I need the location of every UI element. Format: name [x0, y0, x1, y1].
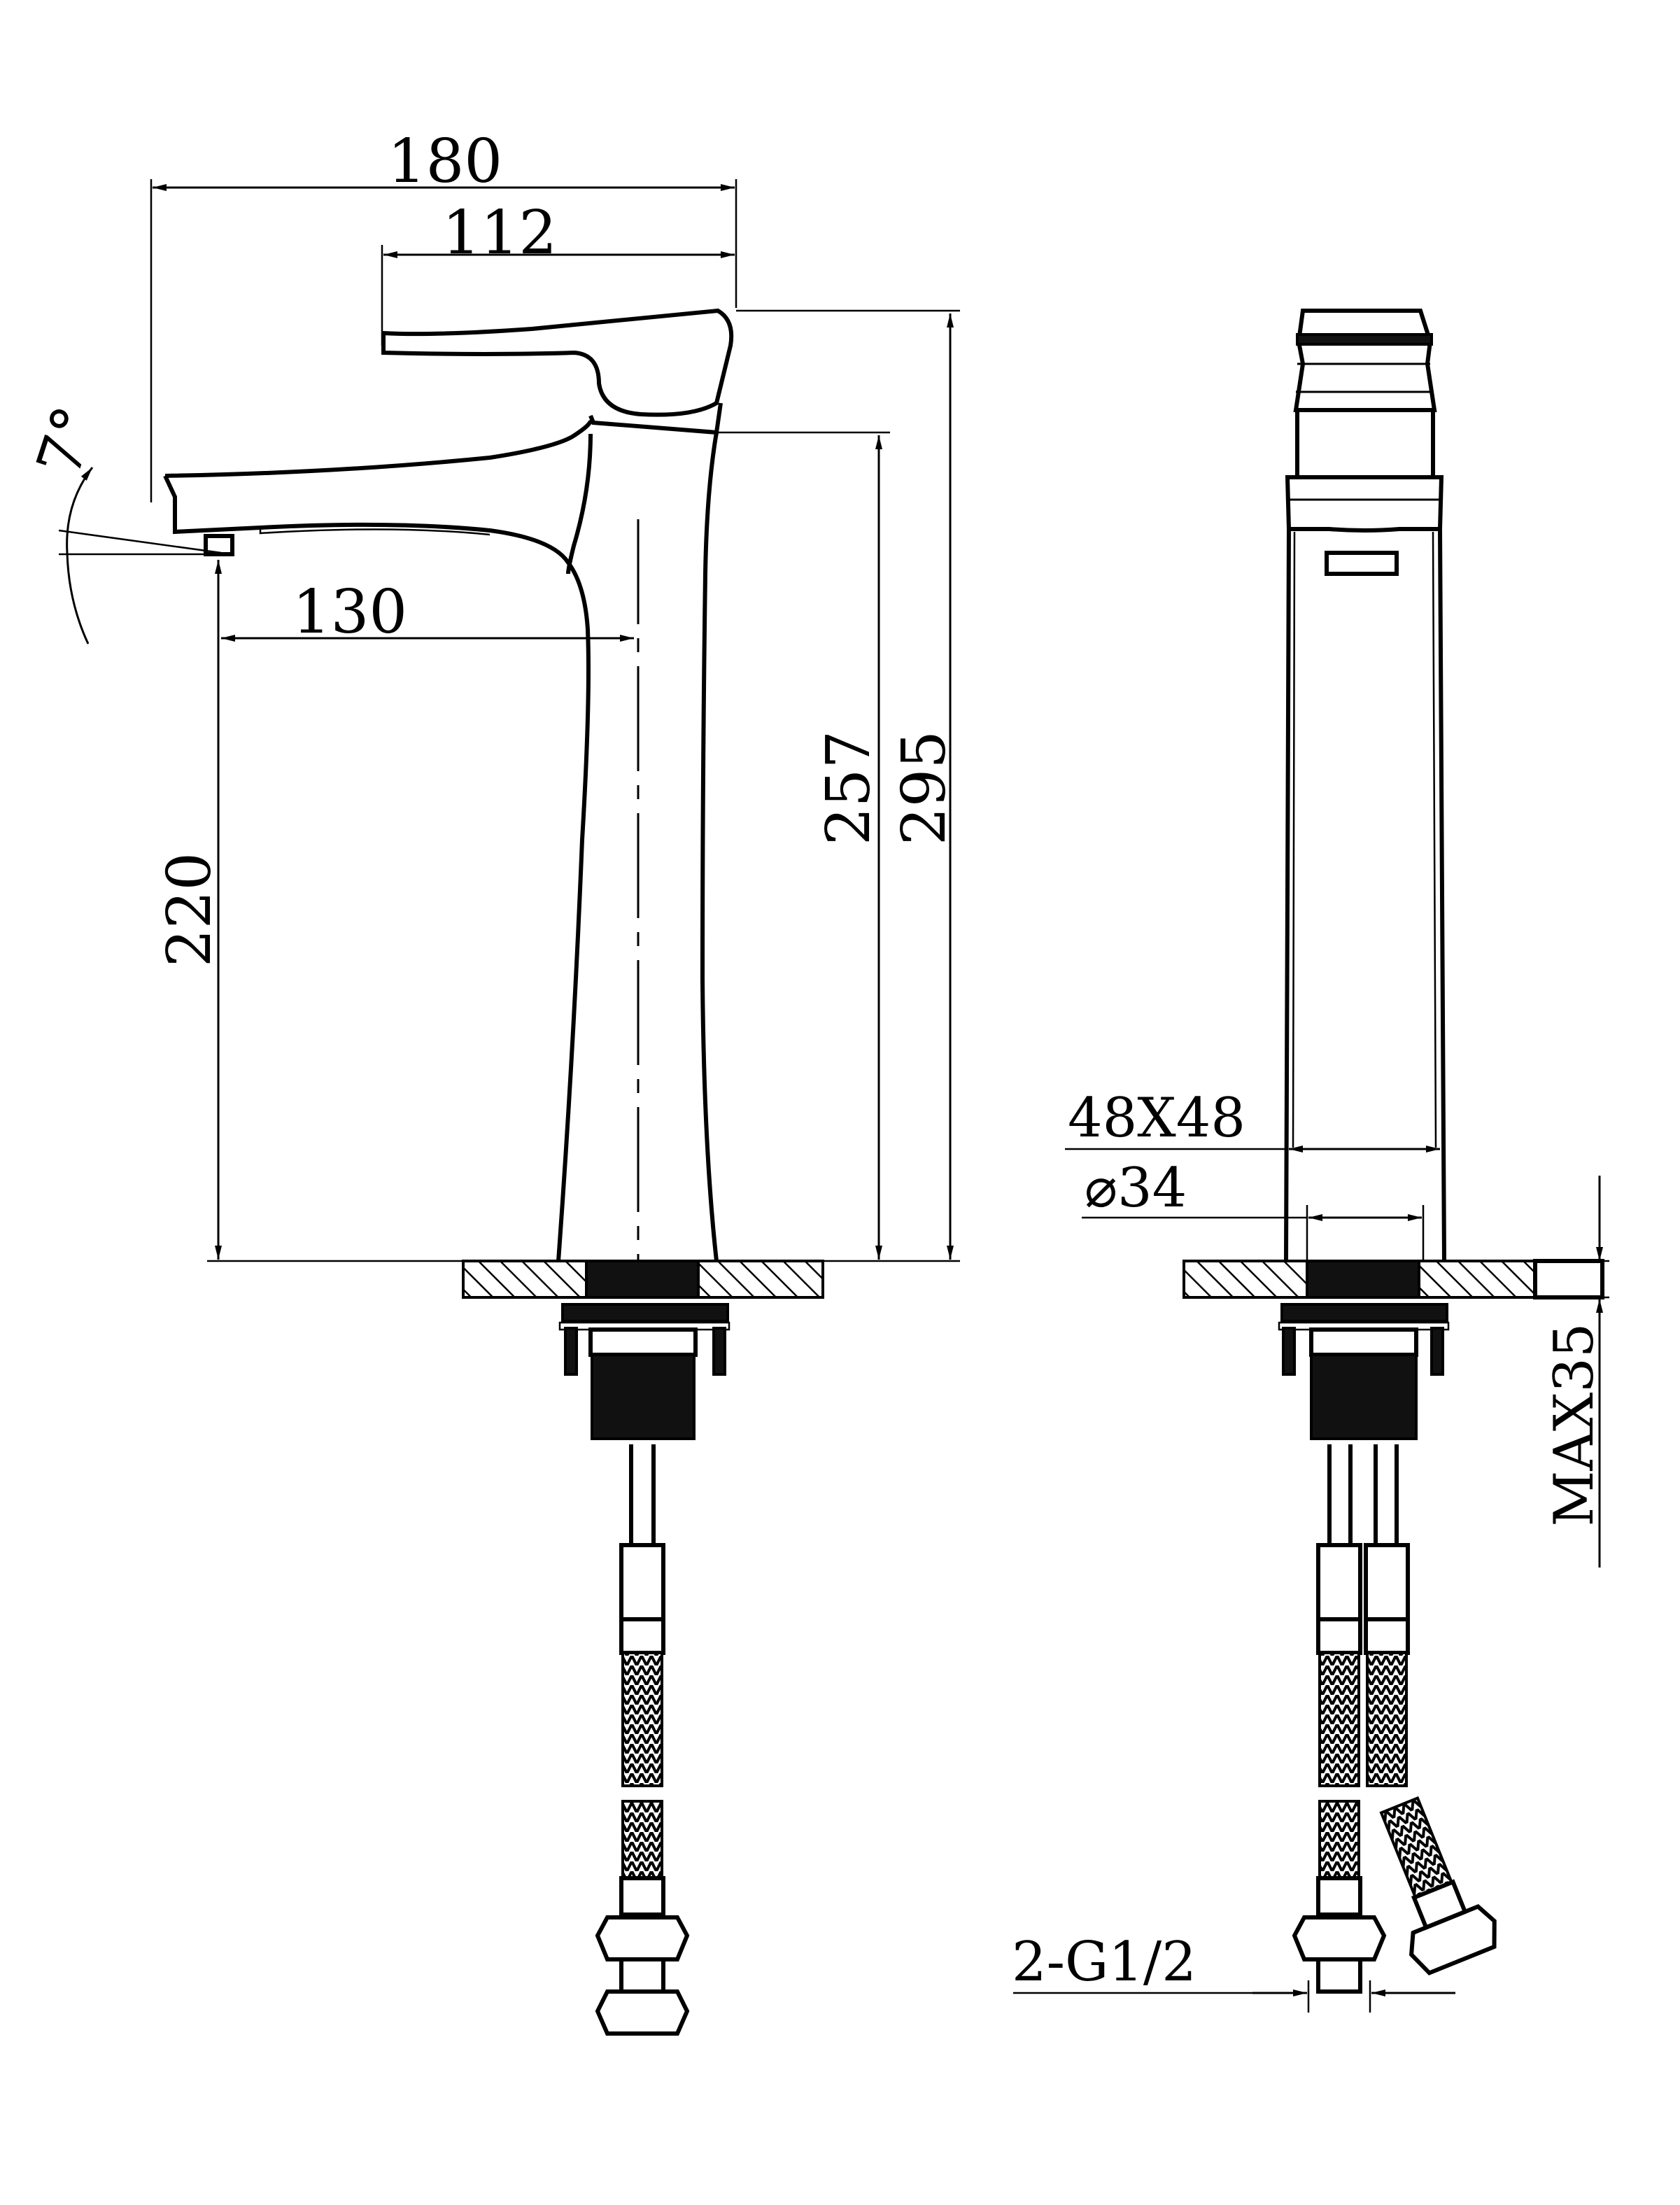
hose-fitting-top: [619, 1543, 665, 1621]
hose-braid-lower: [621, 1800, 663, 1880]
dim-label-257: 257: [814, 731, 884, 845]
angle-indicator-7deg: 7°: [24, 398, 222, 644]
mounting-stud-right: [712, 1327, 726, 1376]
dim-label-112: 112: [442, 198, 557, 268]
front-deck-right: [1418, 1260, 1537, 1299]
hose-right-braid-lower: [1379, 1796, 1454, 1899]
front-deck-core: [1306, 1260, 1420, 1299]
side-view: 180 112 130 220 257 295 7°: [24, 127, 960, 2036]
front-body: [1284, 528, 1446, 1262]
dim-label-7deg: 7°: [24, 398, 111, 485]
dim-label-g12: 2-G1/2: [1012, 1931, 1197, 1994]
front-threaded-shank: [1310, 1353, 1418, 1440]
deck-left: [462, 1260, 588, 1299]
front-view: 48X48 ⌀34 MAX35: [1012, 309, 1609, 2013]
front-deck-left: [1183, 1260, 1308, 1299]
dim-label-220: 220: [155, 852, 225, 967]
front-mounting-washer: [1280, 1303, 1448, 1323]
body-right-edge: [700, 432, 719, 1262]
deck-core: [585, 1260, 700, 1299]
hose-nut-lower: [595, 1989, 690, 2036]
dim-label-295: 295: [889, 731, 959, 845]
body-cap: [588, 402, 723, 435]
hose-left-nut: [1292, 1915, 1387, 1961]
dim-label-dia34: ⌀34: [1085, 1157, 1187, 1220]
hose-right-fitting: [1364, 1543, 1410, 1621]
front-aerator: [1325, 551, 1399, 576]
hose-nut-upper: [595, 1915, 690, 1961]
handle-lever: [381, 308, 734, 417]
hose-left-fitting: [1316, 1543, 1362, 1621]
cartridge-collar: [1295, 408, 1435, 479]
hose-right-braid-upper: [1366, 1651, 1408, 1787]
dim-label-180: 180: [388, 127, 502, 197]
mounting-washer: [561, 1303, 729, 1323]
handle-top: [1293, 309, 1437, 412]
dim-label-130: 130: [292, 577, 407, 647]
aerator: [204, 534, 234, 556]
front-mounting-nut: [1309, 1327, 1418, 1357]
mounting-stud-left: [564, 1327, 578, 1376]
threaded-shank: [591, 1353, 696, 1440]
hose-left-braid-upper: [1318, 1651, 1360, 1787]
hose-left-braid-lower: [1318, 1800, 1360, 1880]
mounting-nut: [588, 1327, 698, 1357]
dim-label-max35: MAX35: [1543, 1323, 1606, 1527]
hose-braid-upper: [621, 1651, 663, 1787]
hose-right-nut: [1409, 1903, 1497, 1975]
dim-label-48x48: 48X48: [1068, 1087, 1245, 1150]
deck-right: [697, 1260, 824, 1299]
spout-body-outline: [163, 474, 591, 1262]
